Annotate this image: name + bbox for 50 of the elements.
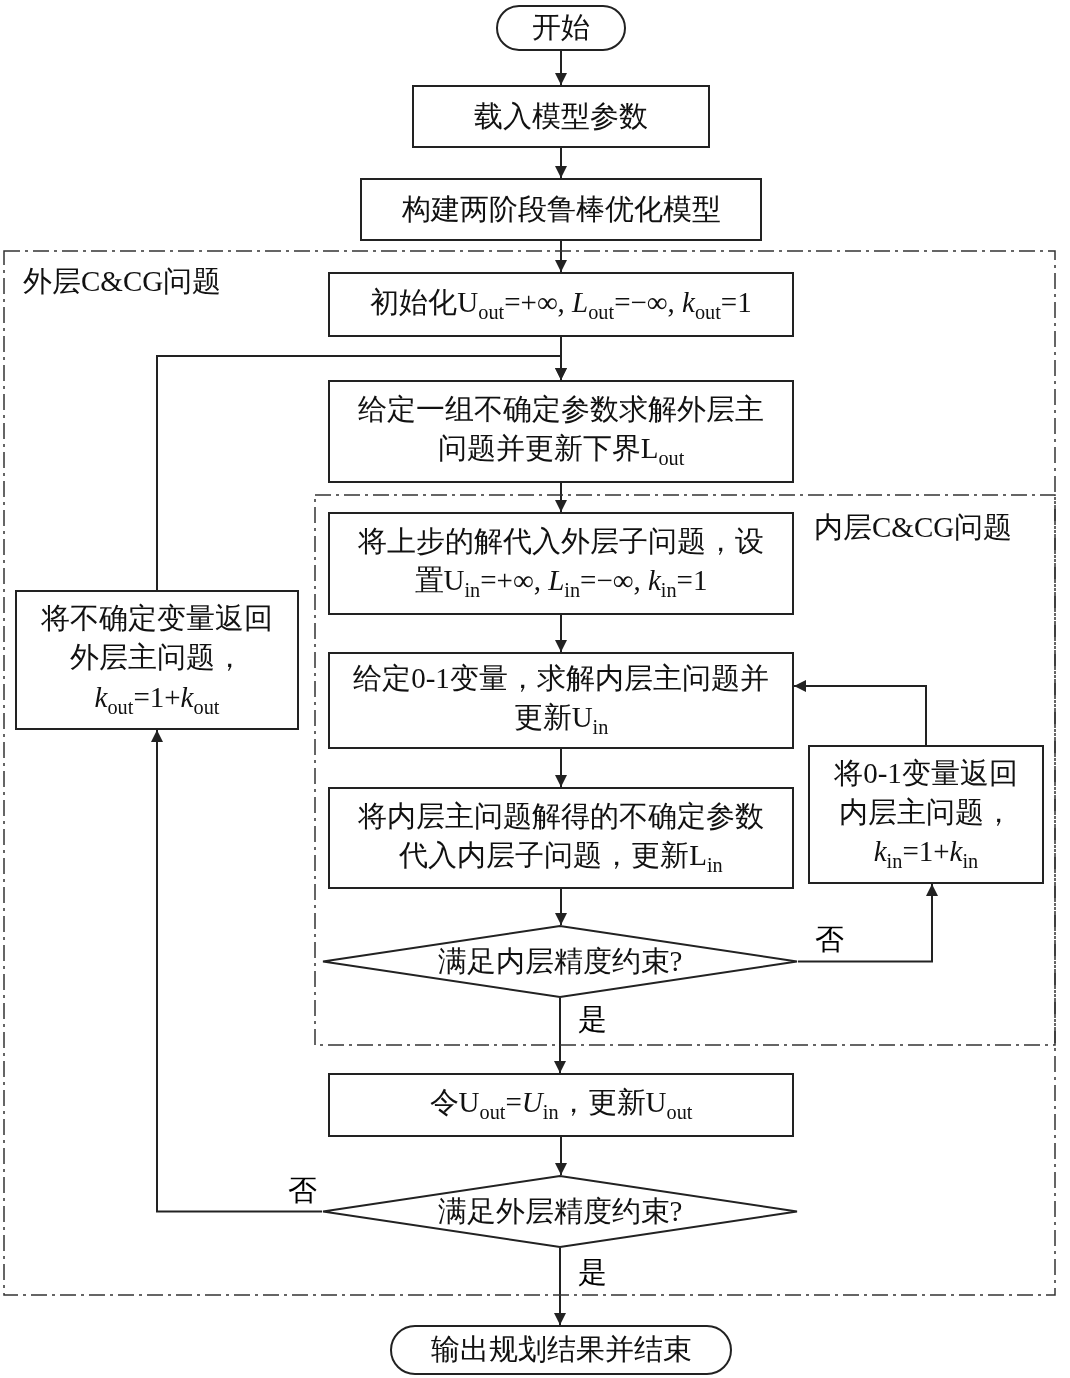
group-title: 外层C&CG问题 — [23, 264, 222, 299]
node-text: 将0-1变量返回内层主问题，k$_{in}$=1+k$_{in}$ — [833, 755, 1019, 874]
terminal-box — [390, 1325, 732, 1375]
terminal-box — [496, 5, 626, 51]
node-text: 满足外层精度约束? — [436, 1193, 684, 1229]
arrow — [555, 1136, 567, 1176]
process-box — [328, 787, 794, 889]
arrow — [151, 729, 323, 1213]
process-box — [360, 178, 762, 241]
edge-label: 是 — [578, 1258, 607, 1287]
process-box — [328, 512, 794, 615]
edge-label: 否 — [815, 925, 844, 954]
arrow — [555, 240, 567, 273]
arrow — [555, 482, 567, 513]
arrow — [554, 997, 566, 1074]
arrow — [793, 680, 927, 746]
decision-diamond — [322, 1175, 798, 1248]
node-text: 将不确定变量返回外层主问题，k$_{out}$=1+k$_{out}$ — [40, 601, 274, 720]
process-box — [328, 380, 794, 483]
node-text: 满足内层精度约束? — [436, 943, 684, 979]
node-text: 载入模型参数 — [473, 98, 649, 134]
arrow — [555, 888, 567, 926]
process-box — [15, 590, 299, 730]
arrow — [555, 147, 567, 179]
node-text: 将内层主问题解得的不确定参数代入内层子问题，更新L$_{in}$ — [357, 798, 765, 878]
dash-dot-frame — [3, 250, 1056, 1296]
node-text: 令U$_{out}$=U$_{in}$，更新U$_{out}$ — [428, 1085, 694, 1126]
arrow — [555, 614, 567, 653]
arrow — [156, 355, 567, 591]
arrow — [554, 1247, 566, 1326]
edge-label: 是 — [578, 1005, 607, 1034]
node-text: 给定一组不确定参数求解外层主问题并更新下界L$_{out}$ — [357, 392, 765, 472]
decision-diamond — [322, 925, 798, 998]
process-box — [412, 85, 710, 148]
arrow — [555, 50, 567, 86]
arrow — [797, 883, 938, 963]
process-box — [808, 745, 1044, 884]
node-text: 初始化U$_{out}$=+∞, L$_{out}$=−∞, k$_{out}$=1 — [369, 284, 753, 325]
node-text: 开始 — [531, 10, 591, 46]
group-title: 内层C&CG问题 — [814, 510, 1013, 545]
node-text: 将上步的解代入外层子问题，设置U$_{in}$=+∞, L$_{in}$=−∞, k$_{in}$=1 — [357, 524, 765, 604]
dash-dot-frame — [314, 494, 1056, 1046]
node-text: 输出规划结果并结束 — [429, 1332, 693, 1368]
process-box — [328, 1073, 794, 1137]
process-box — [328, 272, 794, 337]
edge-label: 否 — [288, 1176, 317, 1205]
node-text: 构建两阶段鲁棒优化模型 — [400, 191, 722, 227]
arrow — [555, 748, 567, 788]
node-text: 给定0-1变量，求解内层主问题并更新U$_{in}$ — [352, 661, 770, 741]
process-box — [328, 652, 794, 749]
